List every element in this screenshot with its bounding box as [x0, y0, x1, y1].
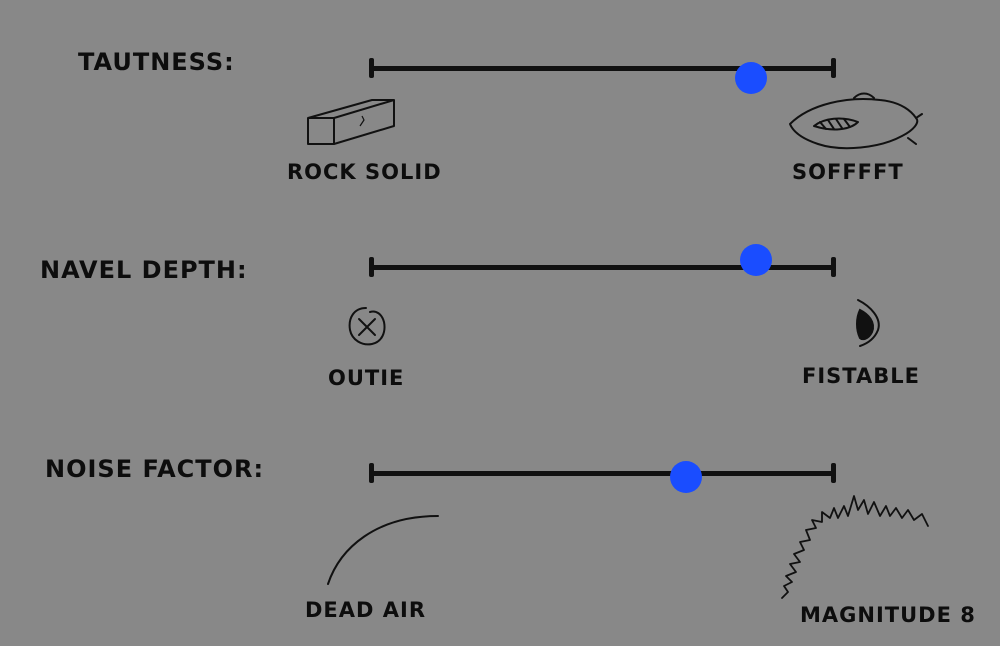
tautness-min-endcap [369, 58, 374, 78]
outie-navel-icon [348, 307, 386, 346]
magnitude-8-caption: MAGNITUDE 8 [800, 603, 976, 627]
noise-factor-label: NOISE FACTOR: [45, 455, 265, 483]
noise-factor-knob[interactable] [670, 461, 703, 493]
noise-factor-min-endcap [369, 463, 374, 483]
outie-caption: OUTIE [328, 366, 405, 390]
brick-icon [307, 99, 395, 145]
noise-factor-track[interactable] [370, 471, 835, 476]
tautness-knob[interactable] [735, 62, 768, 94]
noisy-wave-icon [781, 495, 929, 599]
navel-depth-knob[interactable] [739, 244, 772, 276]
navel-depth-label: NAVEL DEPTH: [40, 256, 248, 284]
rock-solid-caption: ROCK SOLID [287, 160, 442, 184]
dead-air-caption: DEAD AIR [305, 598, 427, 622]
navel-depth-min-endcap [369, 257, 374, 277]
tautness-max-endcap [831, 58, 836, 78]
pillow-icon [789, 92, 923, 150]
fistable-caption: FISTABLE [802, 364, 920, 388]
tautness-track[interactable] [370, 66, 835, 71]
sofffft-caption: SOFFFFT [792, 160, 904, 184]
noise-factor-max-endcap [831, 463, 836, 483]
deep-navel-icon [856, 299, 880, 347]
quiet-curve-icon [327, 515, 439, 585]
tautness-label: TAUTNESS: [78, 48, 235, 76]
navel-depth-max-endcap [831, 257, 836, 277]
navel-depth-track[interactable] [370, 265, 835, 270]
